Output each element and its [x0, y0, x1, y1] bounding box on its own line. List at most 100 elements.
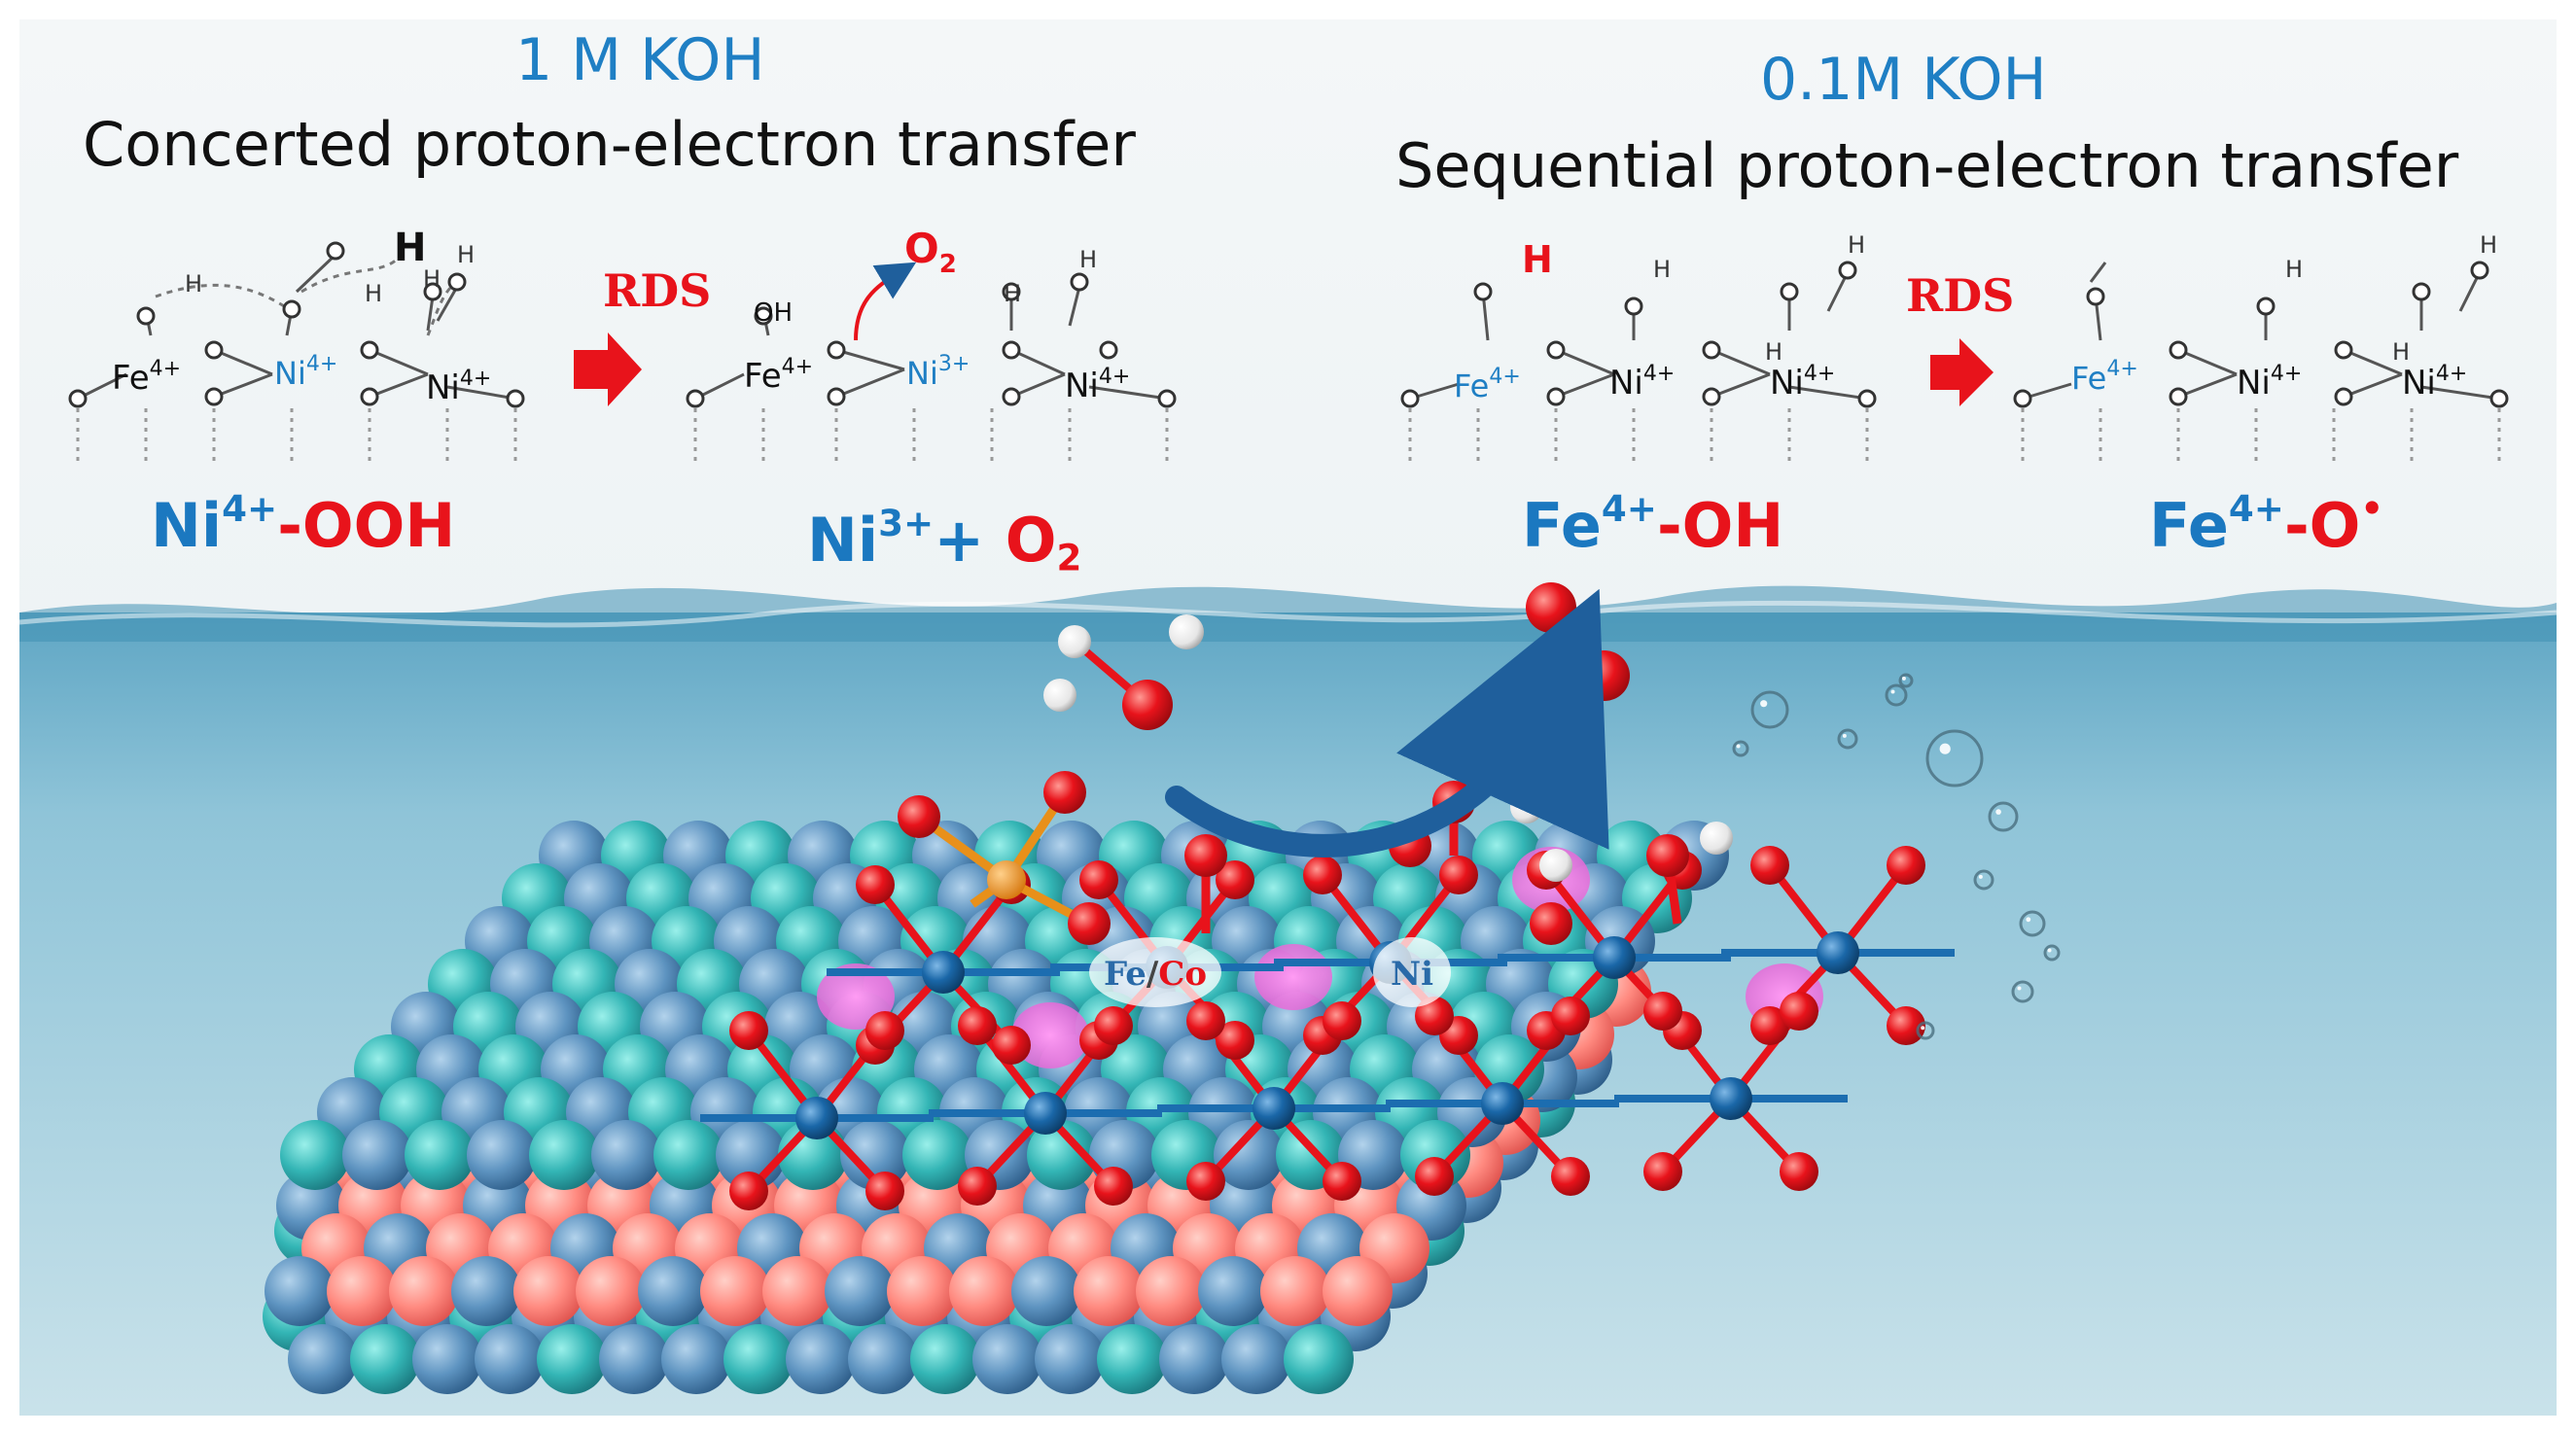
svg-text:OH: OH [754, 298, 793, 328]
bubble [2043, 944, 2061, 962]
slab-atom [1260, 1256, 1330, 1326]
bubble [1925, 729, 1984, 788]
slab-atom [1198, 1256, 1268, 1326]
oxygen-atom [1643, 1152, 1682, 1191]
slab-atom [887, 1256, 957, 1326]
slab-atom [327, 1256, 397, 1326]
state-label-ni3-o2: Ni3++ O2 [807, 501, 1082, 579]
slab-atom [825, 1256, 895, 1326]
structure-ni3-o2: HH OH O2 Fe4+ Ni3+ Ni4+ [686, 225, 1177, 467]
oxygen-atom [1750, 846, 1789, 885]
svg-text:Ni3+: Ni3+ [906, 352, 970, 392]
oxygen-atom [1216, 860, 1254, 899]
oxygen-atom [1068, 902, 1111, 945]
hydrogen-atom [1510, 790, 1543, 823]
oxygen-atom [865, 1172, 904, 1210]
slab-atom [653, 1120, 723, 1190]
hydrogen-atom [1539, 849, 1572, 882]
water-hydrogen [1058, 625, 1091, 658]
bubble [1750, 690, 1789, 729]
oxygen-atom [1415, 1157, 1454, 1196]
structure-fe4-oh: HHH H Fe4+ Ni4+ Ni4+ [1400, 231, 1877, 467]
slab-atom [599, 1324, 669, 1394]
slab-atom [475, 1324, 545, 1394]
oxygen-atom [1551, 997, 1590, 1035]
oxygen-atom [1780, 992, 1818, 1031]
ni-site-highlight [1373, 937, 1451, 1007]
slab-atom [1284, 1324, 1354, 1394]
o2-oxygen-atom [1526, 582, 1576, 633]
slab-atom [723, 1324, 794, 1394]
svg-text:H: H [1079, 246, 1097, 273]
oxygen-atom [1216, 1021, 1254, 1060]
oxygen-atom [1530, 902, 1572, 945]
slab-atom [513, 1256, 583, 1326]
oxygen-atom [958, 1006, 997, 1045]
slab-atom [1011, 1256, 1081, 1326]
oxygen-atom [1643, 992, 1682, 1031]
rds-arrow-left [574, 332, 642, 406]
fe-co-site-highlight [1089, 937, 1221, 1007]
rds-step-right: RDS [1906, 269, 2014, 406]
oxygen-atom [729, 1172, 768, 1210]
svg-text:H: H [457, 241, 475, 268]
slab-atom [1221, 1324, 1291, 1394]
svg-text:H: H [423, 265, 441, 293]
gas-bubbles [1732, 673, 2061, 1040]
slab-atom [762, 1256, 832, 1326]
state-label-fe4-o-radical: Fe4+-O• [2149, 486, 2384, 561]
oxygen-metal-lattice [700, 846, 1955, 1210]
slab-atom [1027, 1120, 1097, 1190]
svg-text:Ni4+: Ni4+ [426, 367, 491, 407]
bubble [2019, 910, 2046, 937]
water-hydrogen [1169, 614, 1204, 649]
svg-text:Ni4+: Ni4+ [2237, 362, 2302, 402]
bubble [1885, 683, 1908, 707]
condition-label-right: 0.1M KOH [1760, 46, 2047, 114]
oxygen-atom [1094, 1006, 1133, 1045]
svg-text:Ni4+: Ni4+ [1609, 362, 1675, 402]
slab-atom [902, 1120, 972, 1190]
oxygen-atom [1186, 1001, 1225, 1040]
metal-atom [922, 951, 965, 994]
metal-atom [1593, 936, 1636, 979]
state-label-fe4-oh: Fe4+-OH [1522, 486, 1784, 561]
slab-atom [591, 1120, 661, 1190]
slab-atom [786, 1324, 856, 1394]
o2-oxygen-atom [1579, 650, 1630, 701]
slab-atom [1214, 1120, 1284, 1190]
slab-atom [1159, 1324, 1229, 1394]
mechanism-label-right: Sequential proton-electron transfer [1395, 130, 2459, 201]
svg-text:H: H [2480, 231, 2497, 259]
bubble [1732, 740, 1749, 757]
svg-text:RDS: RDS [1906, 269, 2014, 322]
oxygen-atom [958, 1167, 997, 1206]
metal-atom [1817, 931, 1859, 974]
slab-atom [280, 1120, 350, 1190]
slab-atom [1035, 1324, 1105, 1394]
slab-atom [1097, 1324, 1167, 1394]
slab-atom [576, 1256, 646, 1326]
state-label-ni4-ooh: Ni4+-OOH [151, 486, 456, 561]
svg-text:H: H [1765, 338, 1782, 366]
slab-atom [848, 1324, 918, 1394]
rds-arrow-right [1930, 338, 1994, 406]
fe-co-site-label: Fe/Co [1104, 955, 1207, 994]
slab-atom [389, 1256, 459, 1326]
slab-atom [1074, 1256, 1144, 1326]
metal-atom [1481, 1082, 1524, 1125]
slab-atom [537, 1324, 607, 1394]
bubble [1988, 801, 2019, 832]
structure-fe4-o-radical: HHH Fe4+ Ni4+ Ni4+ [2013, 231, 2509, 467]
oxygen-atom [1043, 771, 1086, 814]
condition-label-left: 1 M KOH [515, 26, 765, 94]
oxygen-atom [992, 1026, 1031, 1065]
svg-text:RDS: RDS [603, 264, 711, 317]
phosphorus-atom [987, 860, 1026, 899]
svg-text:H: H [1004, 280, 1021, 307]
svg-text:H: H [185, 270, 202, 298]
svg-text:Ni4+: Ni4+ [1065, 365, 1130, 405]
oxygen-atom [1415, 997, 1454, 1035]
slab-atom [661, 1324, 731, 1394]
